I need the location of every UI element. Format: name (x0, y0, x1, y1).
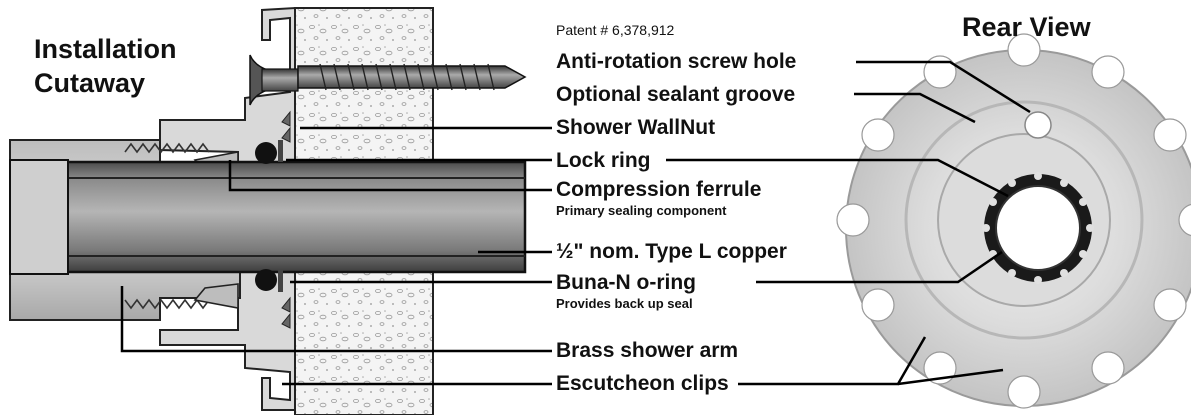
arm-threads-bottom (124, 298, 210, 310)
pipe-end-cap (9, 159, 69, 275)
title-cutaway: Cutaway (34, 68, 146, 98)
ferrule-bottom (193, 283, 239, 309)
leader-anti-rotation (856, 60, 1031, 114)
label-anti-rotation: Anti-rotation screw hole (556, 50, 797, 73)
leader-lock-ring-right (666, 158, 1009, 198)
leader-sealant-groove (854, 92, 976, 124)
label-wallnut: Shower WallNut (556, 116, 716, 139)
rear-view-illustration (836, 33, 1191, 409)
screw (249, 54, 527, 106)
leader-clips-right-2 (897, 368, 1004, 386)
label-sealant-groove: Optional sealant groove (556, 83, 796, 106)
label-lock-ring: Lock ring (556, 149, 651, 172)
label-clips: Escutcheon clips (556, 372, 729, 395)
label-ferrule-sub: Primary sealing component (556, 203, 727, 218)
label-oring-sub: Provides back up seal (556, 296, 693, 311)
cutaway-illustration (9, 6, 527, 415)
label-ferrule: Compression ferrule (556, 178, 762, 201)
screw-hole (1024, 111, 1052, 139)
leader-ferrule (228, 160, 552, 192)
leader-lines (120, 60, 1031, 386)
arm-threads-top (124, 142, 210, 154)
leader-oring-right (756, 250, 1003, 284)
patent-text: Patent # 6,378,912 (556, 22, 675, 38)
oring-bottom (255, 269, 277, 291)
label-oring: Buna-N o-ring (556, 271, 696, 294)
oring-top (255, 142, 277, 164)
lock-ring-bottom (278, 270, 283, 292)
title-installation: Installation (34, 34, 177, 64)
leader-brass-arm (120, 286, 552, 353)
lock-ring-top (278, 140, 283, 162)
label-copper: ½" nom. Type L copper (556, 240, 787, 263)
copper-pipe (63, 160, 527, 274)
label-brass-arm: Brass shower arm (556, 339, 739, 362)
title-rear-view: Rear View (962, 12, 1091, 42)
